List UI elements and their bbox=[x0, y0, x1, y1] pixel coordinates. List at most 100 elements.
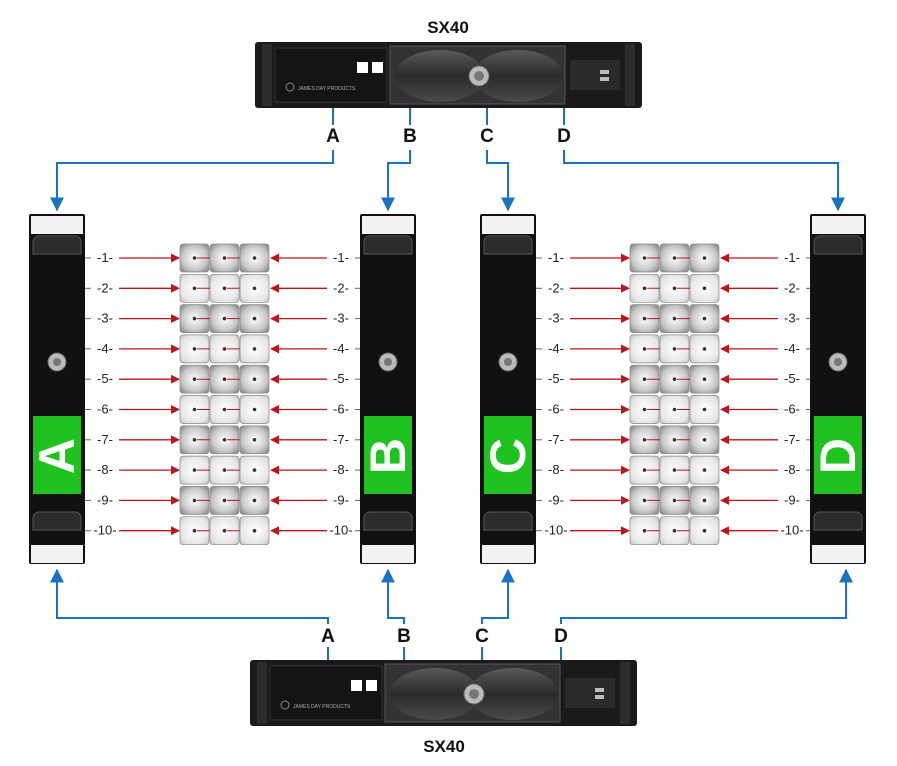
speaker-jack-icon bbox=[702, 407, 707, 412]
speaker-jack-icon bbox=[642, 347, 647, 351]
speaker-grid-1 bbox=[179, 243, 270, 546]
power-switch-icon bbox=[357, 62, 368, 73]
speaker-jack-icon bbox=[222, 377, 227, 382]
output-number-label: -8- bbox=[333, 462, 349, 477]
output-number-label: -5- bbox=[784, 371, 800, 386]
top-channel-label-b: B bbox=[403, 126, 417, 147]
speaker-jack-icon bbox=[222, 316, 227, 321]
output-number-label: -2- bbox=[333, 280, 349, 295]
top-link-b bbox=[381, 150, 411, 212]
bottom-channel-label-c: C bbox=[475, 626, 489, 647]
output-number-label: -9- bbox=[333, 492, 349, 507]
speaker-jack-icon bbox=[252, 316, 257, 321]
output-number-label: -9- bbox=[97, 492, 113, 507]
output-number-label: -8- bbox=[548, 462, 564, 477]
bottom-channel-label-b: B bbox=[397, 626, 411, 647]
rail-badge bbox=[484, 416, 532, 494]
speaker-jack-icon bbox=[642, 286, 647, 291]
speaker-jack-icon bbox=[192, 528, 197, 533]
speaker-jack-icon bbox=[642, 498, 647, 503]
speaker-jack-icon bbox=[192, 347, 197, 351]
output-number-label: -5- bbox=[333, 371, 349, 386]
output-number-label: -6- bbox=[333, 402, 349, 417]
speaker-jack-icon bbox=[672, 407, 677, 412]
speaker-jack-icon bbox=[702, 377, 707, 382]
speaker-jack-icon bbox=[642, 256, 647, 260]
speaker-jack-icon bbox=[222, 347, 227, 351]
bottom-link-c bbox=[481, 568, 515, 624]
rail-badge-letter: D bbox=[810, 438, 866, 474]
speaker-jack-icon bbox=[192, 377, 197, 382]
output-number-label: -10- bbox=[329, 523, 352, 538]
speaker-jack-icon bbox=[252, 468, 257, 472]
output-number-label: -1- bbox=[784, 250, 800, 265]
speaker-jack-icon bbox=[642, 528, 647, 533]
speaker-jack-icon bbox=[222, 468, 227, 472]
bottom-link-b bbox=[381, 568, 405, 624]
speaker-jack-icon bbox=[192, 498, 197, 503]
bottom-amplifier: JAMES DAY PRODUCTS SX40 bbox=[250, 660, 637, 756]
speaker-jack-icon bbox=[702, 316, 707, 321]
speaker-jack-icon bbox=[642, 316, 647, 321]
speaker-jack-icon bbox=[252, 438, 257, 442]
rail-b: B bbox=[360, 214, 416, 564]
output-number-label: -2- bbox=[548, 280, 564, 295]
bottom-amp-brand: JAMES DAY PRODUCTS bbox=[293, 704, 351, 710]
speaker-jack-icon bbox=[192, 407, 197, 412]
output-number-label: -6- bbox=[548, 402, 564, 417]
speaker-jack-icon bbox=[192, 256, 197, 260]
speaker-jack-icon bbox=[642, 407, 647, 412]
output-number-label: -5- bbox=[548, 371, 564, 386]
power-switch-icon bbox=[351, 680, 362, 691]
speaker-jack-icon bbox=[672, 256, 677, 260]
speaker-jack-icon bbox=[672, 286, 677, 291]
top-link-d bbox=[563, 150, 845, 212]
speaker-jack-icon bbox=[252, 347, 257, 351]
speaker-jack-icon bbox=[642, 377, 647, 382]
top-channel-label-a: A bbox=[326, 126, 340, 147]
speaker-jack-icon bbox=[672, 316, 677, 321]
speaker-jack-icon bbox=[702, 498, 707, 503]
output-number-label: -4- bbox=[333, 341, 349, 356]
speaker-jack-icon bbox=[252, 256, 257, 260]
output-number-label: -3- bbox=[784, 311, 800, 326]
power-switch-icon bbox=[366, 680, 377, 691]
output-number-label: -3- bbox=[333, 311, 349, 326]
bottom-link-a bbox=[50, 568, 329, 624]
top-amp-title: SX40 bbox=[427, 18, 469, 37]
speaker-jack-icon bbox=[222, 256, 227, 260]
top-link-a bbox=[50, 150, 334, 212]
rail-c: C bbox=[480, 214, 536, 564]
top-channel-label-d: D bbox=[557, 126, 571, 147]
output-number-label: -2- bbox=[784, 280, 800, 295]
output-number-label: -2- bbox=[97, 280, 113, 295]
output-number-label: -9- bbox=[784, 492, 800, 507]
speaker-jack-icon bbox=[672, 498, 677, 503]
speaker-jack-icon bbox=[252, 407, 257, 412]
speaker-jack-icon bbox=[252, 528, 257, 533]
rail-badge bbox=[364, 416, 412, 494]
rail-a: A bbox=[29, 214, 85, 564]
speaker-jack-icon bbox=[192, 468, 197, 472]
speaker-jack-icon bbox=[672, 377, 677, 382]
speaker-jack-icon bbox=[702, 438, 707, 442]
rail-badge bbox=[33, 416, 81, 494]
speaker-jack-icon bbox=[702, 347, 707, 351]
output-number-label: -7- bbox=[333, 432, 349, 447]
speaker-jack-icon bbox=[702, 528, 707, 533]
speaker-jack-icon bbox=[672, 468, 677, 472]
output-number-label: -8- bbox=[784, 462, 800, 477]
output-number-label: -4- bbox=[97, 341, 113, 356]
output-number-label: -10- bbox=[93, 523, 116, 538]
output-number-label: -8- bbox=[97, 462, 113, 477]
speaker-jack-icon bbox=[222, 407, 227, 412]
top-channel-label-c: C bbox=[480, 126, 494, 147]
power-switch-icon bbox=[372, 62, 383, 73]
speaker-jack-icon bbox=[642, 468, 647, 472]
top-amp-brand: JAMES DAY PRODUCTS bbox=[298, 86, 356, 92]
bottom-channel-label-a: A bbox=[321, 626, 335, 647]
output-number-label: -7- bbox=[97, 432, 113, 447]
output-number-label: -3- bbox=[97, 311, 113, 326]
rail-d: D bbox=[810, 214, 866, 564]
output-number-label: -6- bbox=[784, 402, 800, 417]
